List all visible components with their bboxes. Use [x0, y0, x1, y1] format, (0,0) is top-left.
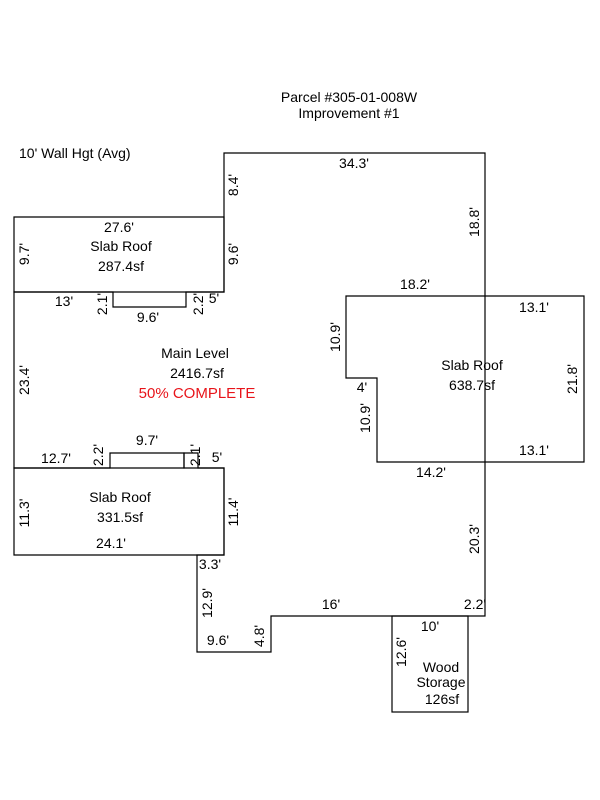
dim-slab-r-right: 21.8' — [564, 364, 580, 394]
dim-wood-top: 10' — [421, 618, 439, 634]
dim-main-bottom-left: 9.6' — [207, 632, 229, 648]
improvement-number: Improvement #1 — [298, 105, 399, 121]
dim-slab-r-jog: 4' — [357, 379, 367, 395]
dim-slab-bl-top-a: 12.7' — [41, 450, 71, 466]
slab-roof-top-left-name: Slab Roof — [90, 238, 152, 254]
dim-main-bottom-rise: 4.8' — [251, 625, 267, 647]
dim-slab-tl-right: 9.6' — [225, 243, 241, 265]
dim-notch-bot-end: 5' — [212, 449, 222, 465]
dim-main-top: 34.3' — [339, 155, 369, 171]
slab-roof-right-outline — [345, 295, 585, 463]
dim-notch-bot-drop: 2.1' — [187, 444, 203, 466]
wall-height-note: 10' Wall Hgt (Avg) — [19, 145, 131, 161]
dim-notch-bot-rise: 2.2' — [90, 444, 106, 466]
dim-slab-r-bottom: 14.2' — [416, 464, 446, 480]
dim-slab-r-bottom-inner: 13.1' — [519, 442, 549, 458]
dim-main-right-lower: 20.3' — [466, 524, 482, 554]
slab-roof-top-left-outline — [13, 216, 225, 308]
wood-storage-size: 126sf — [425, 691, 459, 707]
main-level-size: 2416.7sf — [170, 365, 224, 381]
dim-slab-r-top: 18.2' — [400, 276, 430, 292]
slab-roof-bottom-left-name: Slab Roof — [89, 489, 151, 505]
dim-slab-tl-left: 9.7' — [16, 243, 32, 265]
slab-roof-right-name: Slab Roof — [441, 357, 503, 373]
dim-main-right-upper: 18.8' — [466, 207, 482, 237]
main-level-status: 50% COMPLETE — [139, 385, 256, 402]
slab-roof-right-size: 638.7sf — [449, 377, 495, 393]
dim-main-bottom: 16' — [322, 596, 340, 612]
dim-main-left-top: 8.4' — [225, 174, 241, 196]
dim-notch-top-rise: 2.2' — [190, 293, 206, 315]
slab-roof-bottom-left-size: 331.5sf — [97, 509, 143, 525]
dim-slab-r-left-lower: 10.9' — [357, 403, 373, 433]
wood-storage-name-line1: Wood — [423, 659, 459, 675]
dim-notch-top-width: 9.6' — [137, 309, 159, 325]
dim-slab-r-left-upper: 10.9' — [327, 322, 343, 352]
dim-notch-top-drop: 2.1' — [94, 293, 110, 315]
wood-storage-outline — [391, 615, 469, 713]
dim-main-left: 23.4' — [16, 365, 32, 395]
slab-roof-bottom-left-outline — [13, 452, 225, 556]
dim-main-bottom-right: 2.2' — [464, 596, 486, 612]
dim-jog-small: 3.3' — [199, 556, 221, 572]
dim-notch-bot-width: 9.7' — [136, 432, 158, 448]
main-level-name: Main Level — [161, 345, 229, 361]
dim-slab-tl-top: 27.6' — [104, 219, 134, 235]
parcel-number: Parcel #305-01-008W — [281, 89, 418, 105]
dim-main-left-lower: 12.9' — [199, 588, 215, 618]
dim-slab-bl-bottom: 24.1' — [96, 535, 126, 551]
dim-notch-top-end: 5' — [209, 290, 219, 306]
main-level-outline — [13, 152, 486, 653]
dim-slab-bl-right: 11.4' — [225, 498, 241, 527]
dim-slab-bl-left: 11.3' — [16, 499, 32, 528]
dim-slab-tl-bottom-a: 13' — [55, 293, 73, 309]
dim-slab-r-top-inner: 13.1' — [519, 299, 549, 315]
wood-storage-name-line2: Storage — [416, 674, 465, 690]
slab-roof-top-left-size: 287.4sf — [98, 258, 144, 274]
dim-wood-left: 12.6' — [393, 637, 409, 667]
